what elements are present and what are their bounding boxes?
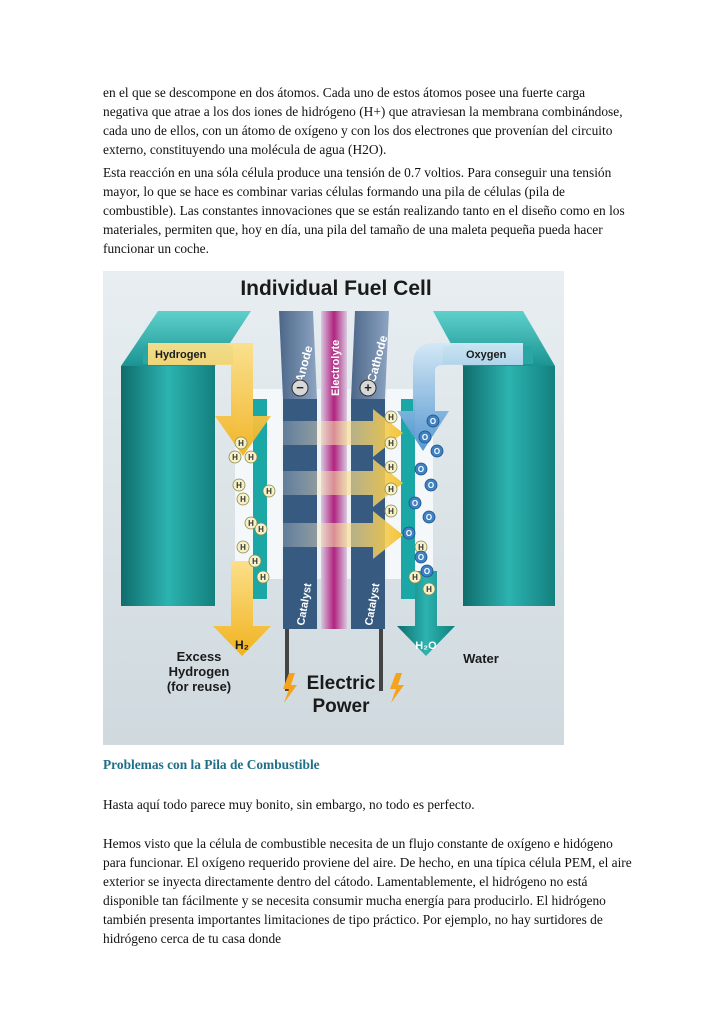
oxygen-atom-icon: O [422,510,436,524]
hydrogen-atom-icon: H [254,522,268,536]
svg-text:O: O [418,465,424,474]
positive-terminal-icon [359,379,377,397]
svg-text:O: O [418,553,424,562]
svg-text:H: H [388,439,394,448]
hydrogen-exhaust-arrow-icon [213,561,271,656]
oxygen-atom-icon: O [414,550,428,564]
svg-text:H: H [232,453,238,462]
hydrogen-atom-icon: H [234,436,248,450]
paragraph-oxygen-reaction: en el que se descompone en dos átomos. C… [103,85,623,157]
svg-text:H: H [388,463,394,472]
oxygen-atom-icon: O [420,564,434,578]
svg-text:H: H [248,519,254,528]
hydrogen-atom-icon: H [262,484,276,498]
svg-text:H: H [388,507,394,516]
excess-label-2: Hydrogen [169,664,230,679]
paragraph-voltage: Esta reacción en una sóla célula produce… [103,165,625,256]
svg-text:H: H [236,481,242,490]
electric-label: Electric [307,673,376,694]
h2-label: H₂ [235,638,249,652]
svg-text:O: O [430,417,436,426]
cathode-plate [351,311,389,399]
circuit-wires [285,629,383,691]
water-exhaust-arrow-icon [397,571,455,656]
oxygen-atom-icon: O [414,462,428,476]
hydrogen-atom-icon: H [384,410,398,424]
hydrogen-atom-icon: H [248,554,262,568]
hydrogen-atom-icon: H [384,504,398,518]
svg-text:H: H [426,585,432,594]
svg-text:O: O [434,447,440,456]
svg-text:H: H [412,573,418,582]
hydrogen-atom-icon: H [408,570,422,584]
svg-text:H: H [418,543,424,552]
proton-flow-arrows-icon [281,409,403,559]
section-heading: Problemas con la Pila de Combustible [103,757,320,772]
svg-text:H: H [252,557,258,566]
oxygen-label: Oxygen [466,349,507,361]
hydrogen-atom-icon: H [228,450,242,464]
diagram-title: Individual Fuel Cell [240,277,431,300]
h2o-label: H₂O [415,640,437,652]
water-label: Water [463,651,499,666]
svg-text:H: H [258,525,264,534]
svg-text:O: O [426,513,432,522]
svg-text:O: O [406,529,412,538]
svg-text:H: H [266,487,272,496]
hydrogen-atom-icon: H [236,540,250,554]
oxygen-atom-icon: O [430,444,444,458]
svg-text:H: H [248,453,254,462]
hydrogen-atom-icon: H [232,478,246,492]
svg-text:H: H [388,485,394,494]
svg-text:O: O [422,433,428,442]
hydrogen-atom-icon: H [384,460,398,474]
svg-text:O: O [424,567,430,576]
svg-text:H: H [240,543,246,552]
oxygen-atom-icon: O [402,526,416,540]
hydrogen-atom-icon: H [244,516,258,530]
svg-text:H: H [238,439,244,448]
hydrogen-atom-icon: H [384,436,398,450]
electrolyte-label: Electrolyte [330,340,342,396]
oxygen-atom-icon: O [426,414,440,428]
negative-terminal-symbol: − [296,380,304,395]
negative-terminal-icon [291,379,309,397]
paragraph-problems: Hemos visto que la célula de combustible… [103,836,632,946]
positive-terminal-symbol: + [364,380,372,395]
excess-label-1: Excess [177,649,222,664]
hydrogen-inlet-arrow-icon [148,343,271,456]
oxygen-atom-icon: O [424,478,438,492]
electrolyte-membrane [321,311,347,629]
hydrogen-atom-icon: H [422,582,436,596]
hydrogen-atom-icon: H [384,482,398,496]
svg-text:O: O [412,499,418,508]
oxygen-atom-icon: O [408,496,422,510]
svg-text:H: H [388,413,394,422]
hydrogen-atom-icon: H [236,492,250,506]
hydrogen-label: Hydrogen [155,349,207,361]
paragraph-intro-problems: Hasta aquí todo parece muy bonito, sin e… [103,797,475,812]
oxygen-atom-icon: O [418,430,432,444]
svg-text:H: H [240,495,246,504]
lightning-right-icon [390,673,404,703]
right-housing [433,311,555,606]
excess-label-3: (for reuse) [167,679,231,694]
fuel-cell-diagram: Individual Fuel Cell [103,271,564,745]
lightning-left-icon [283,673,297,703]
svg-text:H: H [260,573,266,582]
svg-text:O: O [428,481,434,490]
hydrogen-atom-icon: H [244,450,258,464]
hydrogen-atom-icon: H [256,570,270,584]
anode-plate [279,311,317,399]
power-label: Power [312,696,370,717]
